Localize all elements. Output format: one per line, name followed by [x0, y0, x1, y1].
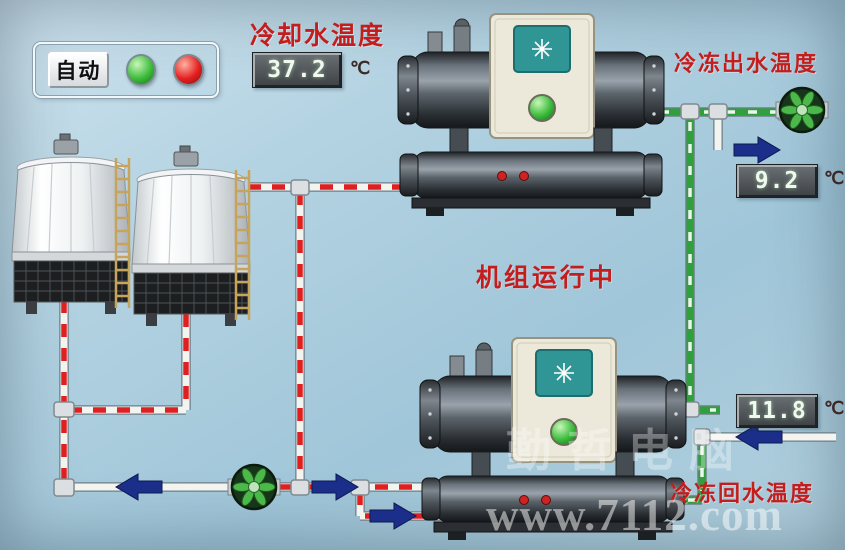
- cooling-water-temp-unit: ℃: [350, 58, 371, 78]
- chilled-outlet-temp-label: 冷冻出水温度: [674, 51, 819, 76]
- flow-arrow-left-icon: [115, 473, 163, 501]
- chilled-outlet-temp-display: 9.2: [736, 164, 818, 198]
- red-indicator-light[interactable]: [173, 54, 204, 86]
- chilled-outlet-temp-unit: ℃: [824, 168, 845, 188]
- unit-running-status: 机组运行中: [476, 265, 617, 292]
- cooling-water-temp-label: 冷却水温度: [250, 23, 386, 50]
- cooling-water-temp-display: 37.2: [252, 52, 342, 88]
- cooling-water-pump-icon: [226, 463, 282, 511]
- cooling-tower-2: [130, 144, 252, 328]
- auto-mode-button[interactable]: 自动: [48, 52, 109, 88]
- chilled-return-temp-value: 11.8: [747, 398, 807, 424]
- green-indicator-light[interactable]: [125, 54, 157, 86]
- chilled-return-temp-display: 11.8: [736, 394, 818, 428]
- chilled-outlet-temp-value: 9.2: [754, 168, 800, 194]
- chilled-return-temp-unit: ℃: [824, 398, 845, 418]
- chilled-water-pump-icon: [774, 86, 830, 134]
- flow-arrow-right-icon: [369, 502, 417, 530]
- chiller-2: [419, 337, 687, 541]
- control-panel: 自动: [33, 42, 219, 98]
- chilled-return-temp-label: 冷冻回水温度: [670, 481, 815, 506]
- cooling-tower-1: [10, 132, 132, 316]
- chiller-1: [397, 13, 665, 217]
- flow-arrow-right-icon: [311, 473, 359, 501]
- cooling-water-temp-value: 37.2: [267, 57, 327, 83]
- flow-arrow-right-icon: [733, 136, 781, 164]
